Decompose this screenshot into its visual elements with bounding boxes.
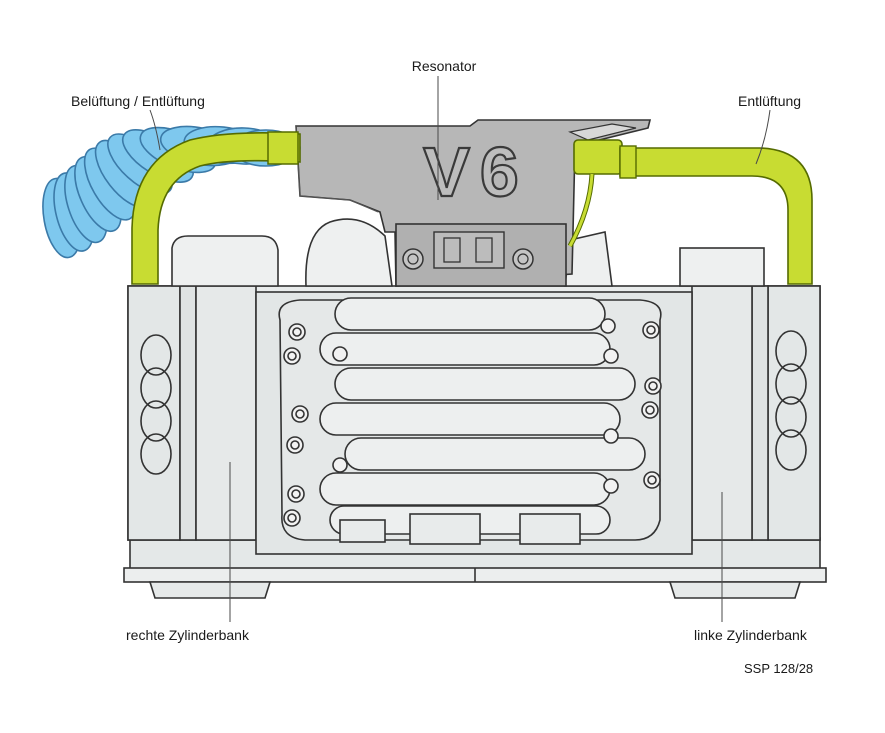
upper-housings bbox=[171, 218, 765, 287]
resonator bbox=[295, 119, 652, 287]
vent-hose-left bbox=[131, 131, 301, 285]
label-vent-right: Entlüftung bbox=[738, 93, 801, 109]
label-bank-right: rechte Zylinderbank bbox=[126, 627, 250, 643]
cylinder-bores-left bbox=[775, 330, 807, 471]
intake-manifold bbox=[278, 297, 662, 545]
leader-lines bbox=[149, 76, 771, 622]
reference-number: SSP 128/28 bbox=[744, 661, 813, 676]
label-bank-left: linke Zylinderbank bbox=[694, 627, 808, 643]
cylinder-bores-right bbox=[140, 334, 172, 475]
vent-hose-right bbox=[567, 139, 813, 285]
engine-badge-text: V6 bbox=[423, 133, 529, 211]
label-vent-left: Belüftung / Entlüftung bbox=[71, 93, 205, 109]
label-resonator: Resonator bbox=[412, 58, 477, 74]
